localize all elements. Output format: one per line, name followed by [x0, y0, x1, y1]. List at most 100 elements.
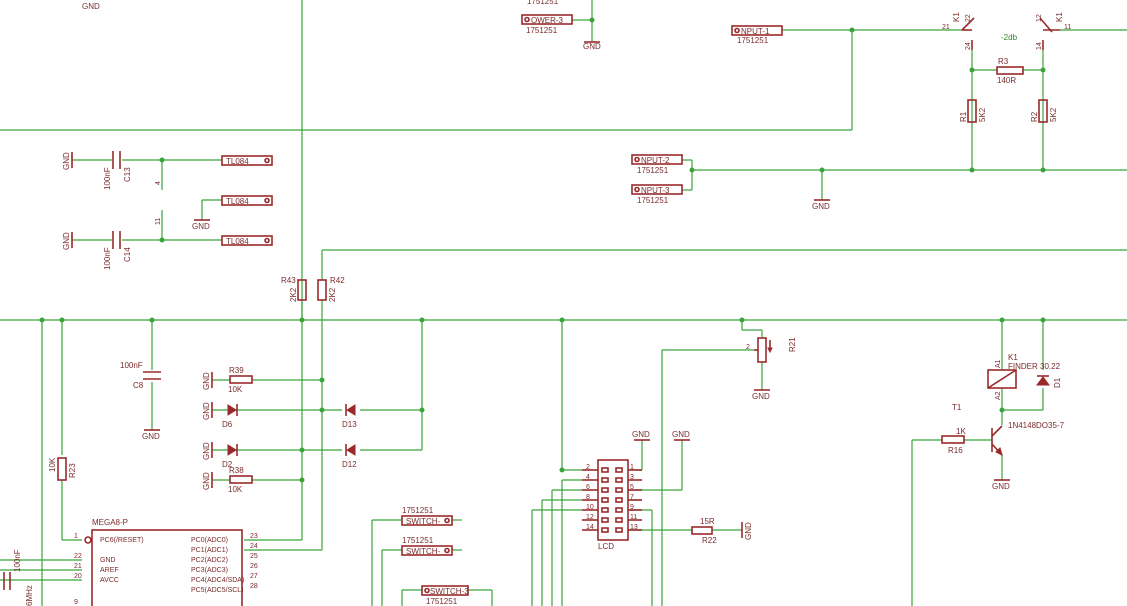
lcd-pin-pad: [601, 517, 609, 523]
svg-text:GND: GND: [812, 202, 830, 211]
svg-text:R23: R23: [68, 463, 77, 478]
svg-text:1751251: 1751251: [426, 597, 458, 606]
diode-d12[interactable]: D12: [342, 444, 357, 469]
svg-text:SWITCH-: SWITCH-: [406, 517, 441, 526]
connector-switch3[interactable]: SWITCH-3 1751251: [421, 585, 469, 606]
netlabel-tl084-b[interactable]: TL084: [221, 195, 273, 206]
mega-pin-number: 9: [74, 599, 78, 606]
gnd-symbols: [71, 41, 1010, 538]
svg-text:11: 11: [1064, 24, 1071, 31]
connector-input3[interactable]: NPUT-3 1751251: [631, 184, 683, 205]
svg-text:K1: K1: [1008, 353, 1018, 362]
mega-pin-number: 25: [250, 553, 258, 560]
mega-pin-name: PC6(/RESET): [100, 537, 144, 544]
connector-input2[interactable]: NPUT-2 1751251: [631, 154, 683, 175]
svg-text:5K2: 5K2: [1049, 107, 1058, 122]
svg-text:1751251: 1751251: [637, 196, 669, 205]
resistor-r2[interactable]: R2 5K2: [1030, 99, 1058, 123]
diode-d6[interactable]: D6: [222, 404, 238, 429]
svg-text:24: 24: [965, 42, 972, 50]
svg-text:10K: 10K: [48, 457, 57, 472]
mega-pin-number: 27: [250, 573, 258, 580]
svg-text:MEGA8-P: MEGA8-P: [92, 518, 128, 527]
svg-text:SWITCH-: SWITCH-: [406, 547, 441, 556]
mega-pin-number: 28: [250, 583, 258, 590]
mega-pin-number: 20: [74, 573, 82, 580]
svg-text:NPUT-2: NPUT-2: [641, 156, 670, 165]
lcd-pin-number: 10: [586, 504, 594, 511]
mega-pin-name: GND: [100, 557, 116, 564]
lcd-pin-number: 12: [586, 514, 594, 521]
svg-text:R21: R21: [788, 337, 797, 352]
potentiometer-r21[interactable]: 2 R21: [746, 337, 797, 363]
lcd-pin-pad: [615, 507, 623, 513]
lcd-pin-pad: [601, 467, 609, 473]
svg-text:100nF: 100nF: [103, 167, 112, 190]
lcd-pin-number: 14: [586, 524, 594, 531]
mega-pin-name: AREF: [100, 567, 119, 574]
svg-text:GND: GND: [202, 372, 211, 390]
relay-coil-k1[interactable]: A1 A2 K1 FINDER 30.22: [987, 353, 1061, 400]
svg-text:SWITCH-3: SWITCH-3: [430, 587, 469, 596]
svg-text:D1: D1: [1053, 377, 1062, 388]
svg-text:GND: GND: [202, 442, 211, 460]
netlabel-tl084-c[interactable]: TL084: [221, 235, 273, 246]
resistor-r22[interactable]: 15R R22: [691, 517, 717, 545]
resistor-r42[interactable]: R42 2K2: [317, 276, 345, 302]
resistor-r38[interactable]: R38 10K: [228, 466, 253, 494]
svg-text:GND: GND: [62, 232, 71, 250]
svg-text:LCD: LCD: [598, 542, 614, 551]
connector-switch1[interactable]: 1751251 SWITCH-: [401, 506, 453, 526]
capacitor-c13[interactable]: 100nF C13: [103, 151, 132, 190]
connector-input1[interactable]: NPUT-1 1751251: [731, 25, 783, 45]
ic-mega8[interactable]: MEGA8-P: [84, 518, 243, 606]
lcd-pin-pad: [601, 477, 609, 483]
lcd-pin-number: 8: [586, 494, 590, 501]
resistor-r16[interactable]: 1K R16: [941, 427, 966, 455]
netlabel-tl084-a[interactable]: TL084: [221, 155, 273, 166]
resistor-r39[interactable]: R39 10K: [228, 366, 253, 394]
mega-pin-number: 21: [74, 563, 82, 570]
diode-d1[interactable]: D1: [1036, 375, 1062, 388]
capacitor-c14[interactable]: 100nF C14: [103, 231, 132, 270]
svg-text:GND: GND: [672, 430, 690, 439]
lcd-pin-number: 6: [586, 484, 590, 491]
svg-text:R3: R3: [998, 57, 1009, 66]
resistor-r1[interactable]: R1 5K2: [959, 99, 987, 123]
svg-text:R38: R38: [229, 466, 244, 475]
svg-text:GND: GND: [202, 472, 211, 490]
diode-d13[interactable]: D13: [342, 404, 357, 429]
connector-switch2[interactable]: 1751251 SWITCH-: [401, 536, 453, 556]
resistor-r3[interactable]: R3 140R: [996, 57, 1024, 85]
svg-text:14: 14: [1036, 42, 1043, 50]
capacitor-c8[interactable]: 100nF C8: [120, 361, 161, 390]
svg-text:GND: GND: [992, 482, 1010, 491]
svg-text:R22: R22: [702, 536, 717, 545]
resistor-r23[interactable]: 10K R23: [48, 457, 77, 481]
lcd-pin-pad: [601, 527, 609, 533]
svg-text:2K2: 2K2: [289, 287, 298, 302]
svg-text:D13: D13: [342, 420, 357, 429]
svg-text:NPUT-1: NPUT-1: [741, 27, 770, 36]
lcd-pin-pad: [615, 467, 623, 473]
svg-text:K1: K1: [1055, 12, 1064, 22]
svg-text:GND: GND: [82, 2, 100, 11]
resistor-r43[interactable]: R43 2K2: [281, 276, 307, 302]
svg-text:1751251: 1751251: [737, 36, 769, 45]
lcd-pin-pad: [615, 517, 623, 523]
mega-pin-name: AVCC: [100, 577, 119, 584]
diode-d2[interactable]: D2: [222, 444, 238, 469]
transistor-t1[interactable]: T1 1N4148DO35-7: [952, 403, 1065, 456]
svg-text:100nF: 100nF: [103, 247, 112, 270]
svg-text:A1: A1: [995, 359, 1002, 368]
svg-text:GND: GND: [142, 432, 160, 441]
svg-text:TL084: TL084: [226, 197, 249, 206]
svg-text:100nF: 100nF: [120, 361, 143, 370]
connector-power3[interactable]: 1751251 OWER-3 1751251: [521, 0, 573, 35]
mega-pin-number: 23: [250, 533, 258, 540]
connector-lcd[interactable]: LCD: [597, 459, 629, 551]
svg-text:T1: T1: [952, 403, 962, 412]
